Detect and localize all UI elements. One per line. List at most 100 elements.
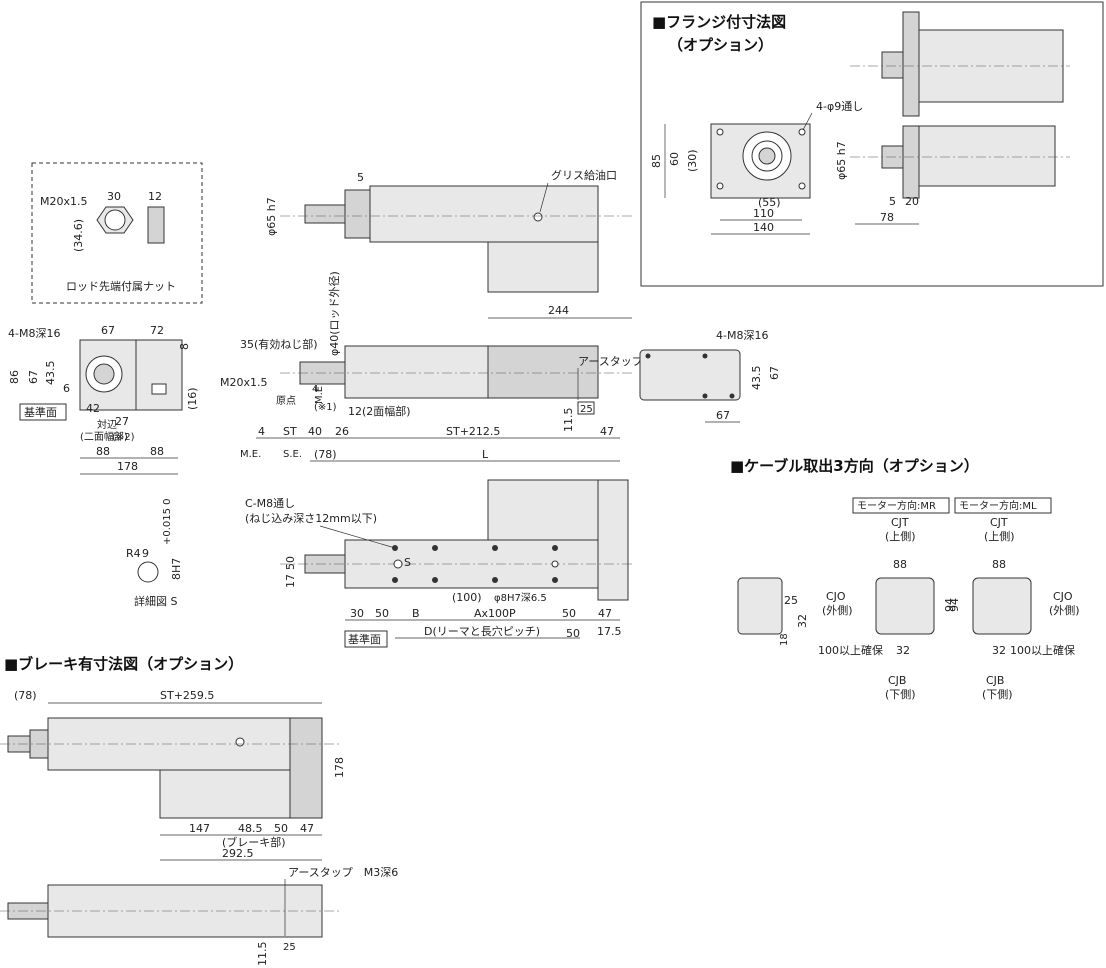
brake-option: ■ブレーキ有寸法図（オプション） (78) ST+259.5 178 147 4… bbox=[0, 655, 398, 966]
brake-d147: 147 bbox=[189, 822, 210, 835]
bottom-dpitch: D(リーマと長穴ピッチ) bbox=[424, 624, 540, 638]
top-flange bbox=[344, 189, 371, 239]
bottom-hole-8 bbox=[552, 577, 558, 583]
flange-dim-60: 60 bbox=[668, 152, 681, 166]
flange-body-side bbox=[918, 125, 1056, 187]
flange-dim-20: 20 bbox=[905, 195, 919, 208]
cable-keep: 100以上確保 bbox=[818, 643, 883, 657]
nut-caption: ロッド先端付属ナット bbox=[66, 280, 176, 293]
flange-title: ■フランジ付寸法図 bbox=[652, 13, 786, 31]
side-d115: 11.5 bbox=[562, 408, 575, 433]
cable-d32b: 32 bbox=[992, 644, 1006, 657]
cable-cjt: CJT bbox=[891, 516, 909, 529]
cable-d32: 32 bbox=[896, 644, 910, 657]
end-ref-box bbox=[19, 403, 67, 421]
cable-cjb: CJB bbox=[888, 674, 906, 687]
side-d26: 26 bbox=[335, 425, 349, 438]
flange-holes-leader bbox=[802, 112, 813, 131]
bottom-hole-5 bbox=[392, 577, 398, 583]
flange-dim-30: (30) bbox=[686, 149, 699, 172]
side-d4: 4 bbox=[312, 384, 318, 395]
cable-cjo: CJO bbox=[826, 590, 846, 603]
side-d40: 40 bbox=[308, 425, 322, 438]
cable-out: (外側) bbox=[822, 604, 853, 617]
flange-panel-frame bbox=[640, 1, 1104, 287]
side-L: L bbox=[482, 448, 489, 461]
end-rod bbox=[93, 363, 115, 385]
side-se: S.E. bbox=[283, 449, 302, 460]
side-thread35: 35(有効ねじ部) bbox=[240, 337, 318, 351]
cable-d94b: 94 bbox=[948, 598, 961, 612]
rear-d435: 43.5 bbox=[750, 366, 763, 391]
brake-grease bbox=[235, 737, 245, 747]
grease-port bbox=[533, 212, 543, 222]
cable-ml-box bbox=[954, 497, 1052, 514]
top-dim-phi65: φ65 h7 bbox=[265, 197, 278, 236]
detail-circle bbox=[137, 561, 159, 583]
rear-body bbox=[639, 349, 741, 401]
bottom-hole-3 bbox=[492, 545, 498, 551]
detail-r4: R4 bbox=[126, 547, 141, 560]
nut-dim-346: (34.6) bbox=[72, 219, 85, 252]
bottom-hole-7 bbox=[492, 577, 498, 583]
bottom-d30: 30 bbox=[350, 607, 364, 620]
brake-d25: 25 bbox=[283, 942, 296, 953]
nut-side bbox=[147, 206, 165, 244]
cable-ml-body bbox=[972, 577, 1032, 635]
bottom-d47: 47 bbox=[598, 607, 612, 620]
end-dim-27: 27 bbox=[115, 415, 129, 428]
side-rod-dia: φ40(ロッド外径) bbox=[328, 271, 341, 356]
bottom-ref-box bbox=[344, 630, 388, 648]
end-dim-67: 67 bbox=[101, 324, 115, 337]
end-dim-67b: 67 bbox=[27, 370, 40, 384]
flange-subtitle: （オプション） bbox=[668, 36, 773, 54]
brake-unit bbox=[289, 717, 323, 819]
brake-d178: 178 bbox=[333, 757, 346, 778]
bottom-pin-s bbox=[393, 559, 403, 569]
top-dim-244: 244 bbox=[548, 304, 569, 317]
flange-panel: ■フランジ付寸法図 （オプション） 4-φ9通し 85 60 (30) (55)… bbox=[640, 1, 1104, 287]
bottom-ref: 基準面 bbox=[348, 632, 381, 646]
bottom-d175: 17.5 bbox=[597, 625, 622, 638]
cable-d88b: 88 bbox=[992, 558, 1006, 571]
rear-d67b: 67 bbox=[716, 409, 730, 422]
end-dim-72: 72 bbox=[150, 324, 164, 337]
cable-d25: 25 bbox=[784, 594, 798, 607]
top-rod bbox=[304, 204, 346, 224]
cable-mr-box bbox=[852, 497, 950, 514]
bottom-motor-end bbox=[597, 479, 629, 601]
flange-dim-140: 140 bbox=[753, 221, 774, 234]
brake-earth: アースタップ M3深6 bbox=[288, 866, 398, 879]
flange-dim-55: (55) bbox=[758, 196, 781, 209]
flange-dim-5: 5 bbox=[889, 195, 896, 208]
cable-d18: 18 bbox=[779, 633, 790, 646]
detail-caption: 詳細図 S bbox=[134, 594, 177, 608]
flange-plate-side bbox=[902, 125, 920, 199]
end-body-right bbox=[135, 339, 183, 411]
flange-dim-78: 78 bbox=[880, 211, 894, 224]
cable-down2: (下側) bbox=[982, 688, 1013, 701]
top-view: 5 グリス給油口 φ65 h7 244 bbox=[265, 168, 632, 319]
flange-hole-2 bbox=[798, 128, 806, 136]
flange-hole-1 bbox=[716, 128, 724, 136]
bottom-d50b: 50 bbox=[375, 607, 389, 620]
end-dim-6: 6 bbox=[63, 382, 70, 395]
bottom-hole-2 bbox=[432, 545, 438, 551]
bottom-d100: (100) bbox=[452, 591, 482, 604]
side-stl: ST+212.5 bbox=[446, 425, 500, 438]
grease-label: グリス給油口 bbox=[551, 168, 617, 182]
cable-cjb2: CJB bbox=[986, 674, 1004, 687]
side-me: M.E. bbox=[240, 449, 261, 460]
cable-d88: 88 bbox=[893, 558, 907, 571]
side-d25-box bbox=[577, 401, 595, 415]
bottom-hole-4 bbox=[552, 545, 558, 551]
end-holes: 4-M8深16 bbox=[8, 327, 60, 340]
detail-9: 9 bbox=[142, 547, 149, 560]
flange-hole-3 bbox=[716, 182, 724, 190]
end-dim-435: 43.5 bbox=[44, 361, 57, 386]
end-across: 対辺 bbox=[97, 418, 117, 431]
rear-hole-2 bbox=[702, 353, 708, 359]
detail-tol: +0.015 0 bbox=[162, 498, 173, 545]
flange-end-rod-inner bbox=[758, 147, 776, 165]
